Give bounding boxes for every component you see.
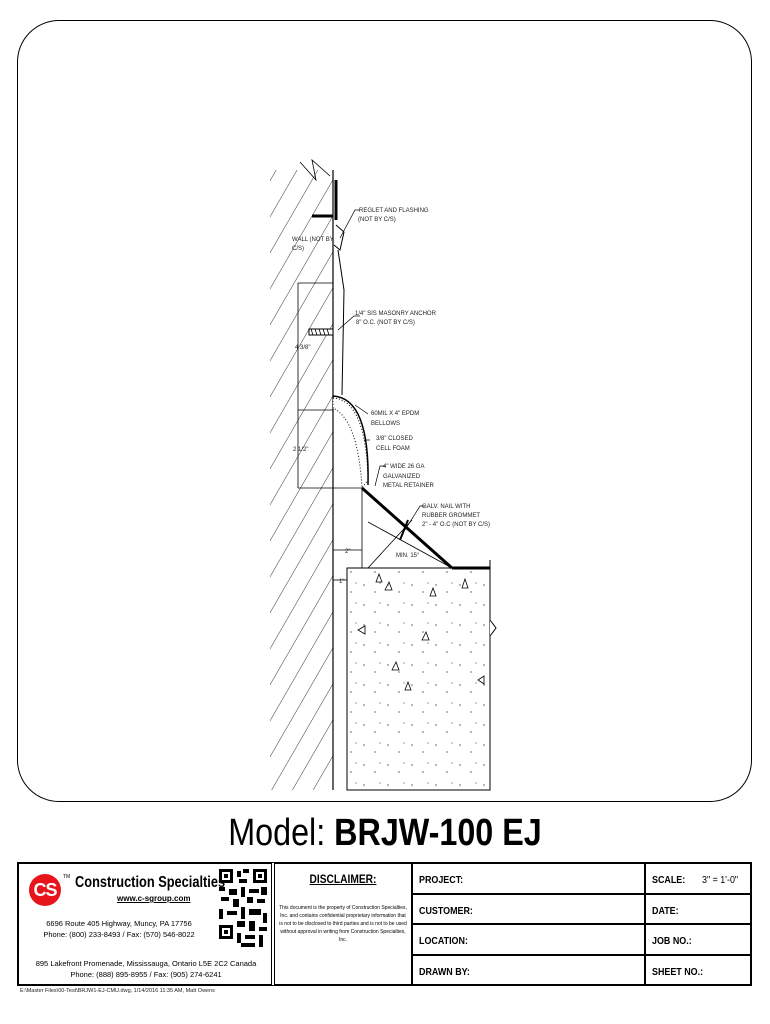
- svg-text:C/S): C/S): [292, 246, 304, 252]
- concrete-slab: [346, 560, 497, 791]
- file-path: E:\Master Files\00-Test\BRJW1-EJ-CMU.dwg…: [20, 988, 215, 994]
- svg-text:METAL RETAINER: METAL RETAINER: [383, 483, 435, 489]
- metal-retainer: [361, 486, 490, 570]
- job-no-field: JOB NO.:: [645, 924, 751, 955]
- scale-field: SCALE:3" = 1'-0": [645, 863, 751, 894]
- svg-text:GALVANIZED: GALVANIZED: [383, 474, 421, 480]
- title-block: CS TM Construction Specialties www.c-sgr…: [17, 862, 752, 986]
- svg-text:4 3/8": 4 3/8": [295, 345, 310, 351]
- sheet-no-field: SHEET NO.:: [645, 955, 751, 985]
- drawn-by-field: DRAWN BY:: [412, 955, 645, 985]
- callout-labels: REGLET AND FLASHING (NOT BY C/S) WALL (N…: [292, 208, 490, 585]
- us-phone: Phone: (800) 233-8493 / Fax: (570) 546-8…: [43, 930, 195, 939]
- model-title: Model: BRJW-100 EJ: [228, 812, 542, 854]
- svg-text:GALV. NAIL WITH: GALV. NAIL WITH: [422, 504, 470, 510]
- svg-text:RUBBER GROMMET: RUBBER GROMMET: [422, 513, 480, 519]
- svg-text:8" O.C. (NOT BY C/S): 8" O.C. (NOT BY C/S): [356, 320, 415, 326]
- svg-text:BELLOWS: BELLOWS: [371, 421, 400, 427]
- location-field: LOCATION:: [412, 924, 645, 955]
- canada-address: 895 Lakefront Promenade, Mississauga, On…: [35, 959, 257, 968]
- svg-text:2": 2": [345, 549, 350, 555]
- cs-logo: CS: [29, 874, 61, 906]
- dimension-lines: [297, 282, 362, 581]
- customer-field: CUSTOMER:: [412, 894, 645, 924]
- disclaimer-title: DISCLAIMER:: [309, 872, 377, 886]
- svg-text:3/8" CLOSED: 3/8" CLOSED: [376, 436, 413, 442]
- svg-text:CELL FOAM: CELL FOAM: [376, 446, 410, 452]
- company-info: CS TM Construction Specialties www.c-sgr…: [18, 863, 272, 985]
- date-field: DATE:: [645, 894, 751, 924]
- svg-text:REGLET AND FLASHING: REGLET AND FLASHING: [359, 208, 429, 214]
- callout-leaders: [337, 209, 425, 531]
- svg-text:2" - 4" O.C (NOT BY C/S): 2" - 4" O.C (NOT BY C/S): [422, 522, 490, 528]
- svg-text:60MIL X 4" EPDM: 60MIL X 4" EPDM: [371, 411, 419, 417]
- disclaimer-box: DISCLAIMER: This document is the propert…: [274, 863, 412, 985]
- reglet-flashing: [312, 180, 345, 396]
- scale-value: 3" = 1'-0": [702, 874, 739, 886]
- masonry-anchor: [308, 328, 334, 336]
- svg-text:1": 1": [339, 579, 344, 585]
- wall: [270, 158, 334, 790]
- drawing-border: [17, 20, 752, 802]
- svg-text:4" WIDE 26 GA: 4" WIDE 26 GA: [383, 464, 424, 470]
- bellows: [332, 395, 369, 490]
- disclaimer-text: This document is the property of Constru…: [279, 905, 407, 943]
- canada-phone: Phone: (888) 895-8955 / Fax: (905) 274-6…: [70, 970, 222, 979]
- company-name: Construction Specialties: [75, 874, 226, 891]
- project-field: PROJECT:: [412, 863, 645, 894]
- company-website-link[interactable]: www.c-sgroup.com: [117, 894, 191, 903]
- svg-text:1/4" SIS MASONRY ANCHOR: 1/4" SIS MASONRY ANCHOR: [355, 311, 437, 317]
- qr-code-icon: [219, 869, 267, 947]
- svg-text:WALL (NOT BY: WALL (NOT BY: [292, 237, 334, 243]
- model-name: BRJW-100 EJ: [334, 812, 542, 854]
- svg-text:(NOT BY C/S): (NOT BY C/S): [358, 217, 396, 223]
- svg-text:MIN. 15°: MIN. 15°: [396, 553, 420, 559]
- svg-text:2 1/2": 2 1/2": [293, 447, 308, 453]
- us-address: 6696 Route 405 Highway, Muncy, PA 17756: [46, 919, 192, 928]
